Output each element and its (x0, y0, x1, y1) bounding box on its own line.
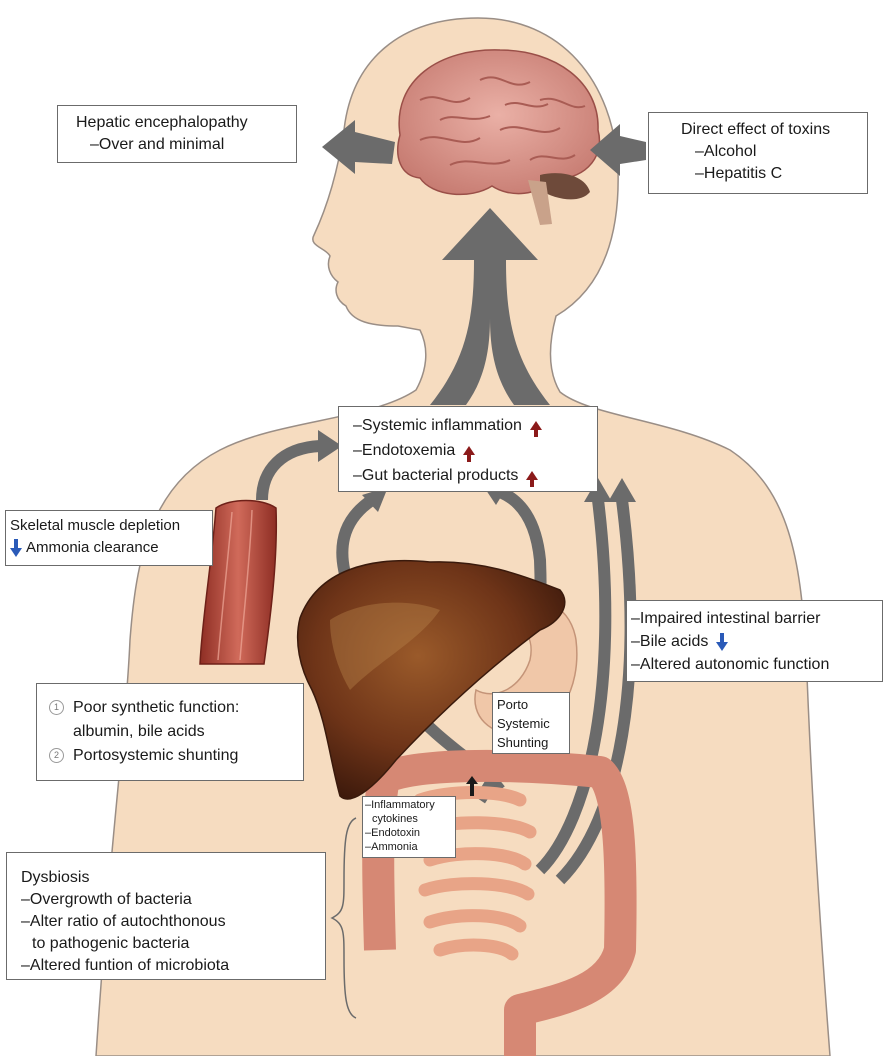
systemic-label: Systemic (497, 714, 569, 733)
increase-arrow-icon (463, 446, 475, 455)
liver-function-box: 1 Poor synthetic function: albumin, bile … (36, 683, 304, 781)
porto-label: Porto (497, 695, 569, 714)
systemic-inflammation-label: –Systemic inflammation (353, 417, 522, 434)
cytokines-label: cytokines (365, 812, 455, 826)
ammonia-clearance-label: Ammonia clearance (26, 539, 159, 556)
direct-toxins-box: Direct effect of toxins –Alcohol –Hepati… (648, 112, 868, 194)
intestinal-barrier-box: –Impaired intestinal barrier –Bile acids… (626, 600, 883, 682)
shunting-label: Shunting (497, 733, 569, 752)
gut-bacterial-products-label: –Gut bacterial products (353, 467, 518, 484)
impaired-barrier-label: –Impaired intestinal barrier (631, 607, 882, 630)
increase-arrow-icon (526, 471, 538, 480)
direct-toxins-hepatitis: –Hepatitis C (681, 163, 867, 185)
systemic-effects-box: –Systemic inflammation –Endotoxemia –Gut… (338, 406, 598, 492)
alter-ratio-label: –Alter ratio of autochthonous (21, 911, 325, 933)
increase-arrow-icon (530, 421, 542, 430)
ammonia-label: –Ammonia (365, 840, 455, 854)
dysbiosis-box: Dysbiosis –Overgrowth of bacteria –Alter… (6, 852, 326, 980)
endotoxin-label: –Endotoxin (365, 826, 455, 840)
inflammatory-label: –Inflammatory (365, 798, 455, 812)
skeletal-muscle-box: Skeletal muscle depletion Ammonia cleara… (5, 510, 213, 566)
portosystemic-shunting-label: Portosystemic shunting (73, 747, 238, 764)
altered-autonomic-label: –Altered autonomic function (631, 653, 882, 676)
poor-synthetic-function-label: Poor synthetic function: (73, 699, 239, 716)
hepatic-encephalopathy-box: Hepatic encephalopathy –Over and minimal (57, 105, 297, 163)
decrease-arrow-icon (716, 633, 728, 651)
porto-systemic-box: Porto Systemic Shunting (492, 692, 570, 754)
bile-acids-label: –Bile acids (631, 633, 708, 650)
direct-toxins-title: Direct effect of toxins (681, 119, 867, 141)
pathogenic-bacteria-label: to pathogenic bacteria (21, 933, 325, 955)
endotoxemia-label: –Endotoxemia (353, 442, 455, 459)
dysbiosis-title: Dysbiosis (21, 867, 325, 889)
number-2-icon: 2 (49, 748, 64, 763)
skeletal-muscle-depletion-label: Skeletal muscle depletion (10, 515, 212, 537)
altered-function-label: –Altered funtion of microbiota (21, 955, 325, 977)
direct-toxins-alcohol: –Alcohol (681, 141, 867, 163)
number-1-icon: 1 (49, 700, 64, 715)
gut-products-box: –Inflammatory cytokines –Endotoxin –Ammo… (362, 796, 456, 858)
hepatic-encephalopathy-detail: –Over and minimal (76, 134, 296, 156)
decrease-arrow-icon (10, 539, 22, 557)
overgrowth-label: –Overgrowth of bacteria (21, 889, 325, 911)
hepatic-encephalopathy-title: Hepatic encephalopathy (76, 112, 296, 134)
albumin-bile-acids-label: albumin, bile acids (49, 720, 303, 744)
